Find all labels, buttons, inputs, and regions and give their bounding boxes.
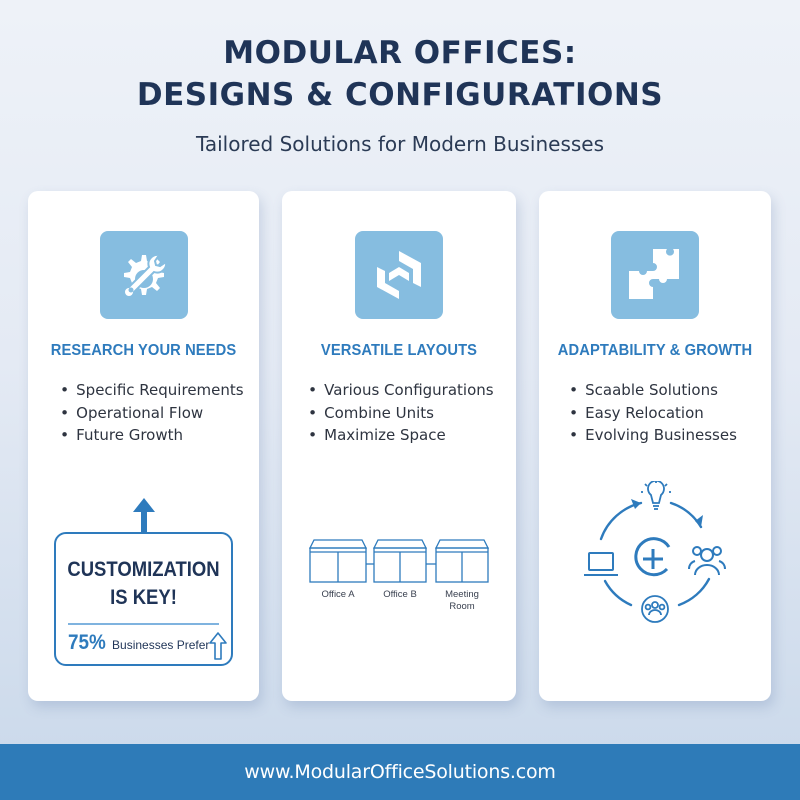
office-layout-diagram: Office A Office B Meeting Room <box>296 536 502 616</box>
office-units-icon <box>308 539 490 583</box>
stat-row: 75% Businesses Prefer <box>68 631 209 655</box>
title-line-2: DESIGNS & CONFIGURATIONS <box>136 77 664 113</box>
up-arrow-icon <box>133 498 155 512</box>
card-heading: ADAPTABILITY & GROWTH <box>557 342 753 359</box>
bullet-item: Easy Relocation <box>569 402 763 425</box>
team-icon <box>688 546 726 576</box>
title-line-1: MODULAR OFFICES: <box>223 35 577 71</box>
bullet-item: Operational Flow <box>60 402 251 425</box>
plus-circle-icon <box>634 537 671 577</box>
gear-wrench-icon <box>99 231 188 319</box>
bullet-list: Specific Requirements Operational Flow F… <box>60 379 251 447</box>
card-versatile-layouts: VERSATILE LAYOUTS Various Configurations… <box>282 191 516 701</box>
lightbulb-icon <box>641 481 671 510</box>
bullet-item: Various Configurations <box>308 379 508 402</box>
customization-callout: CUSTOMIZATION IS KEY! 75% Businesses Pre… <box>54 532 233 666</box>
up-arrow-stem <box>141 509 147 533</box>
unit-label-office-b: Office B <box>383 589 417 600</box>
laptop-icon <box>584 552 618 576</box>
bullet-item: Maximize Space <box>308 424 508 447</box>
stat-value: 75% <box>68 631 106 654</box>
bullet-item: Combine Units <box>308 402 508 425</box>
stat-label: Businesses Prefer <box>112 638 210 652</box>
growth-cycle-diagram <box>584 481 726 623</box>
bullet-item: Scaable Solutions <box>569 379 763 402</box>
card-adaptability-growth: ADAPTABILITY & GROWTH Scaable Solutions … <box>539 191 771 701</box>
bullet-list: Scaable Solutions Easy Relocation Evolvi… <box>569 379 763 447</box>
outline-up-arrow-icon <box>209 632 227 660</box>
divider <box>68 623 219 625</box>
card-heading: VERSATILE LAYOUTS <box>320 342 478 359</box>
unit-label-meeting-room: Meeting Room <box>445 589 479 612</box>
bullet-item: Specific Requirements <box>60 379 251 402</box>
page-subtitle: Tailored Solutions for Modern Businesses <box>195 132 605 156</box>
footer-bar: www.ModularOfficeSolutions.com <box>0 744 800 800</box>
card-research-needs: RESEARCH YOUR NEEDS Specific Requirement… <box>28 191 259 701</box>
modular-blocks-icon <box>355 231 443 319</box>
bullet-list: Various Configurations Combine Units Max… <box>308 379 508 447</box>
page-title: MODULAR OFFICES: DESIGNS & CONFIGURATION… <box>0 32 800 116</box>
website-link[interactable]: www.ModularOfficeSolutions.com <box>244 761 556 783</box>
unit-label-office-a: Office A <box>321 589 355 600</box>
group-circle-icon <box>641 595 669 623</box>
puzzle-icon <box>611 231 699 319</box>
callout-title: CUSTOMIZATION IS KEY! <box>67 558 220 609</box>
bullet-item: Future Growth <box>60 424 251 447</box>
card-heading: RESEARCH YOUR NEEDS <box>50 342 237 359</box>
bullet-item: Evolving Businesses <box>569 424 763 447</box>
